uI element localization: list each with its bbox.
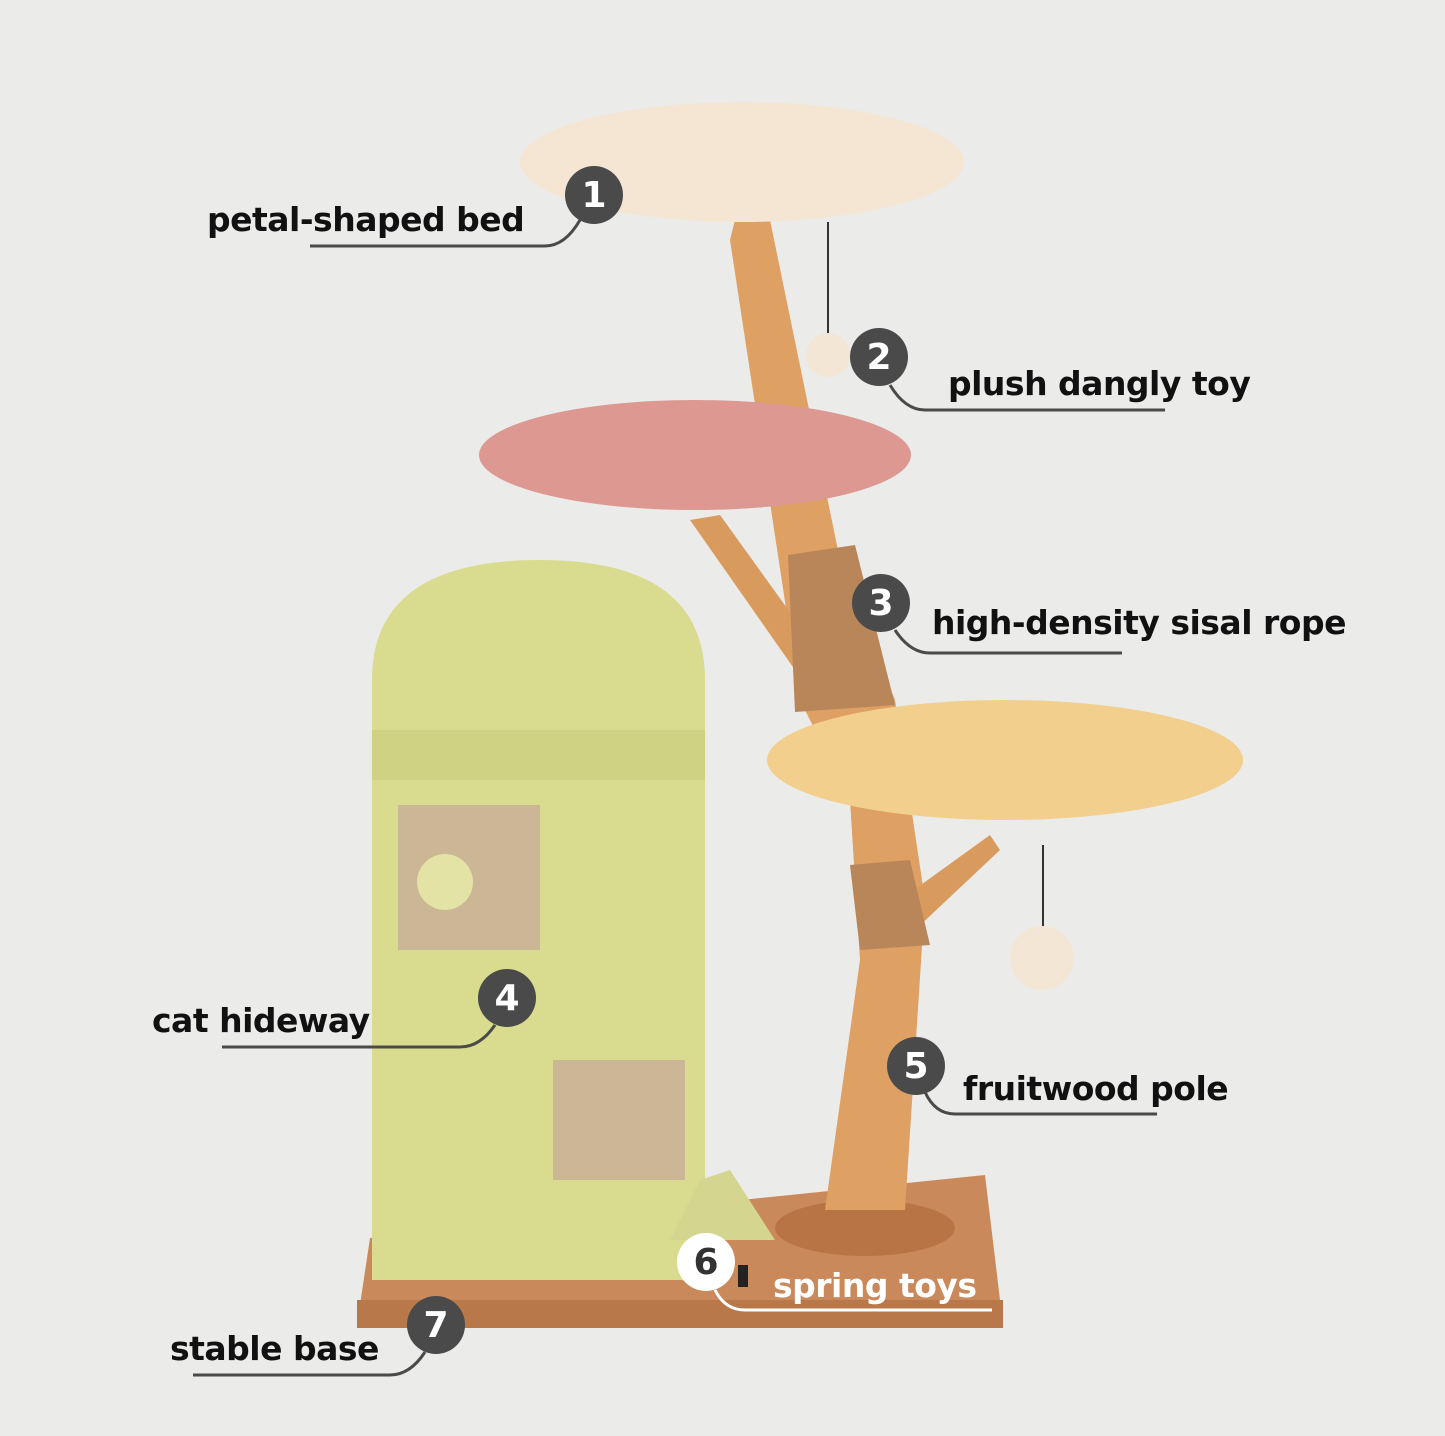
callout-label-spring-toys: spring toys	[773, 1266, 977, 1305]
pole-base	[775, 1200, 955, 1256]
callout-badge-5: 5	[887, 1037, 945, 1095]
callout-label-cat-hideway: cat hideway	[152, 1001, 370, 1040]
sisal-rope	[788, 545, 895, 712]
callout-label-petal-bed: petal-shaped bed	[207, 200, 525, 239]
petal-bed-top	[520, 102, 964, 222]
callout-badge-1: 1	[565, 166, 623, 224]
callout-label-sisal-rope: high-density sisal rope	[932, 603, 1346, 642]
leader-lines	[193, 219, 1165, 1377]
petal-bed-pink	[479, 400, 911, 510]
dangly-toy	[1010, 926, 1074, 990]
spring-toy-trees	[670, 1170, 775, 1240]
petal-bed-yellow	[767, 700, 1243, 820]
callout-badge-6: 6	[677, 1233, 735, 1291]
dangly-toy	[806, 333, 850, 377]
callout-label-dangly-toy: plush dangly toy	[948, 364, 1251, 403]
callout-label-fruitwood-pole: fruitwood pole	[963, 1069, 1229, 1108]
callout-badge-2: 2	[850, 328, 908, 386]
callout-badge-3: 3	[852, 574, 910, 632]
callout-badge-4: 4	[478, 969, 536, 1027]
callout-label-stable-base: stable base	[170, 1329, 379, 1368]
callout-badge-7: 7	[407, 1296, 465, 1354]
